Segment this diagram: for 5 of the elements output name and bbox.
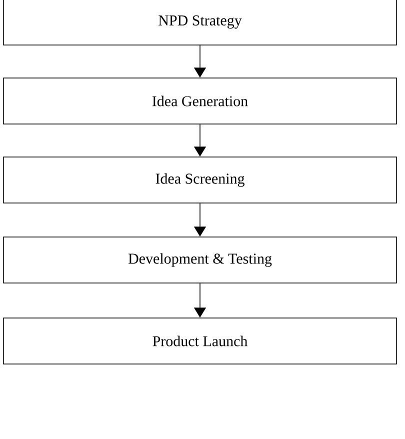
process-box: Product Launch (3, 318, 397, 364)
process-box: Development & Testing (3, 236, 397, 284)
process-box: NPD Strategy (3, 0, 397, 46)
process-box: Idea Screening (3, 156, 397, 204)
process-box: Idea Generation (3, 78, 397, 124)
